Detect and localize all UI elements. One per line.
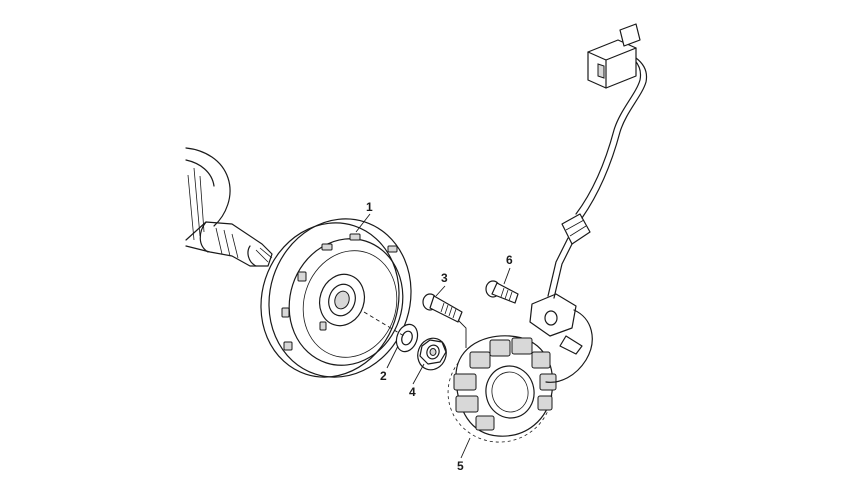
- callout-6: 6: [506, 253, 513, 267]
- flange-nut: [417, 337, 447, 371]
- wire-connector: [587, 23, 641, 89]
- callout-2: 2: [380, 369, 387, 383]
- bolt-3: [422, 293, 463, 323]
- washer: [395, 323, 419, 353]
- screw-6: [485, 280, 519, 304]
- leader-lines: [355, 213, 511, 459]
- flywheel-rotor: [260, 218, 412, 378]
- wire-harness: [547, 55, 648, 299]
- callout-3: 3: [441, 271, 448, 285]
- pickup-sensor: [529, 293, 593, 383]
- stator-coil: [447, 335, 557, 443]
- callout-1: 1: [366, 200, 373, 214]
- callout-4: 4: [409, 385, 416, 399]
- callout-5: 5: [457, 459, 464, 473]
- crankshaft: [185, 147, 273, 267]
